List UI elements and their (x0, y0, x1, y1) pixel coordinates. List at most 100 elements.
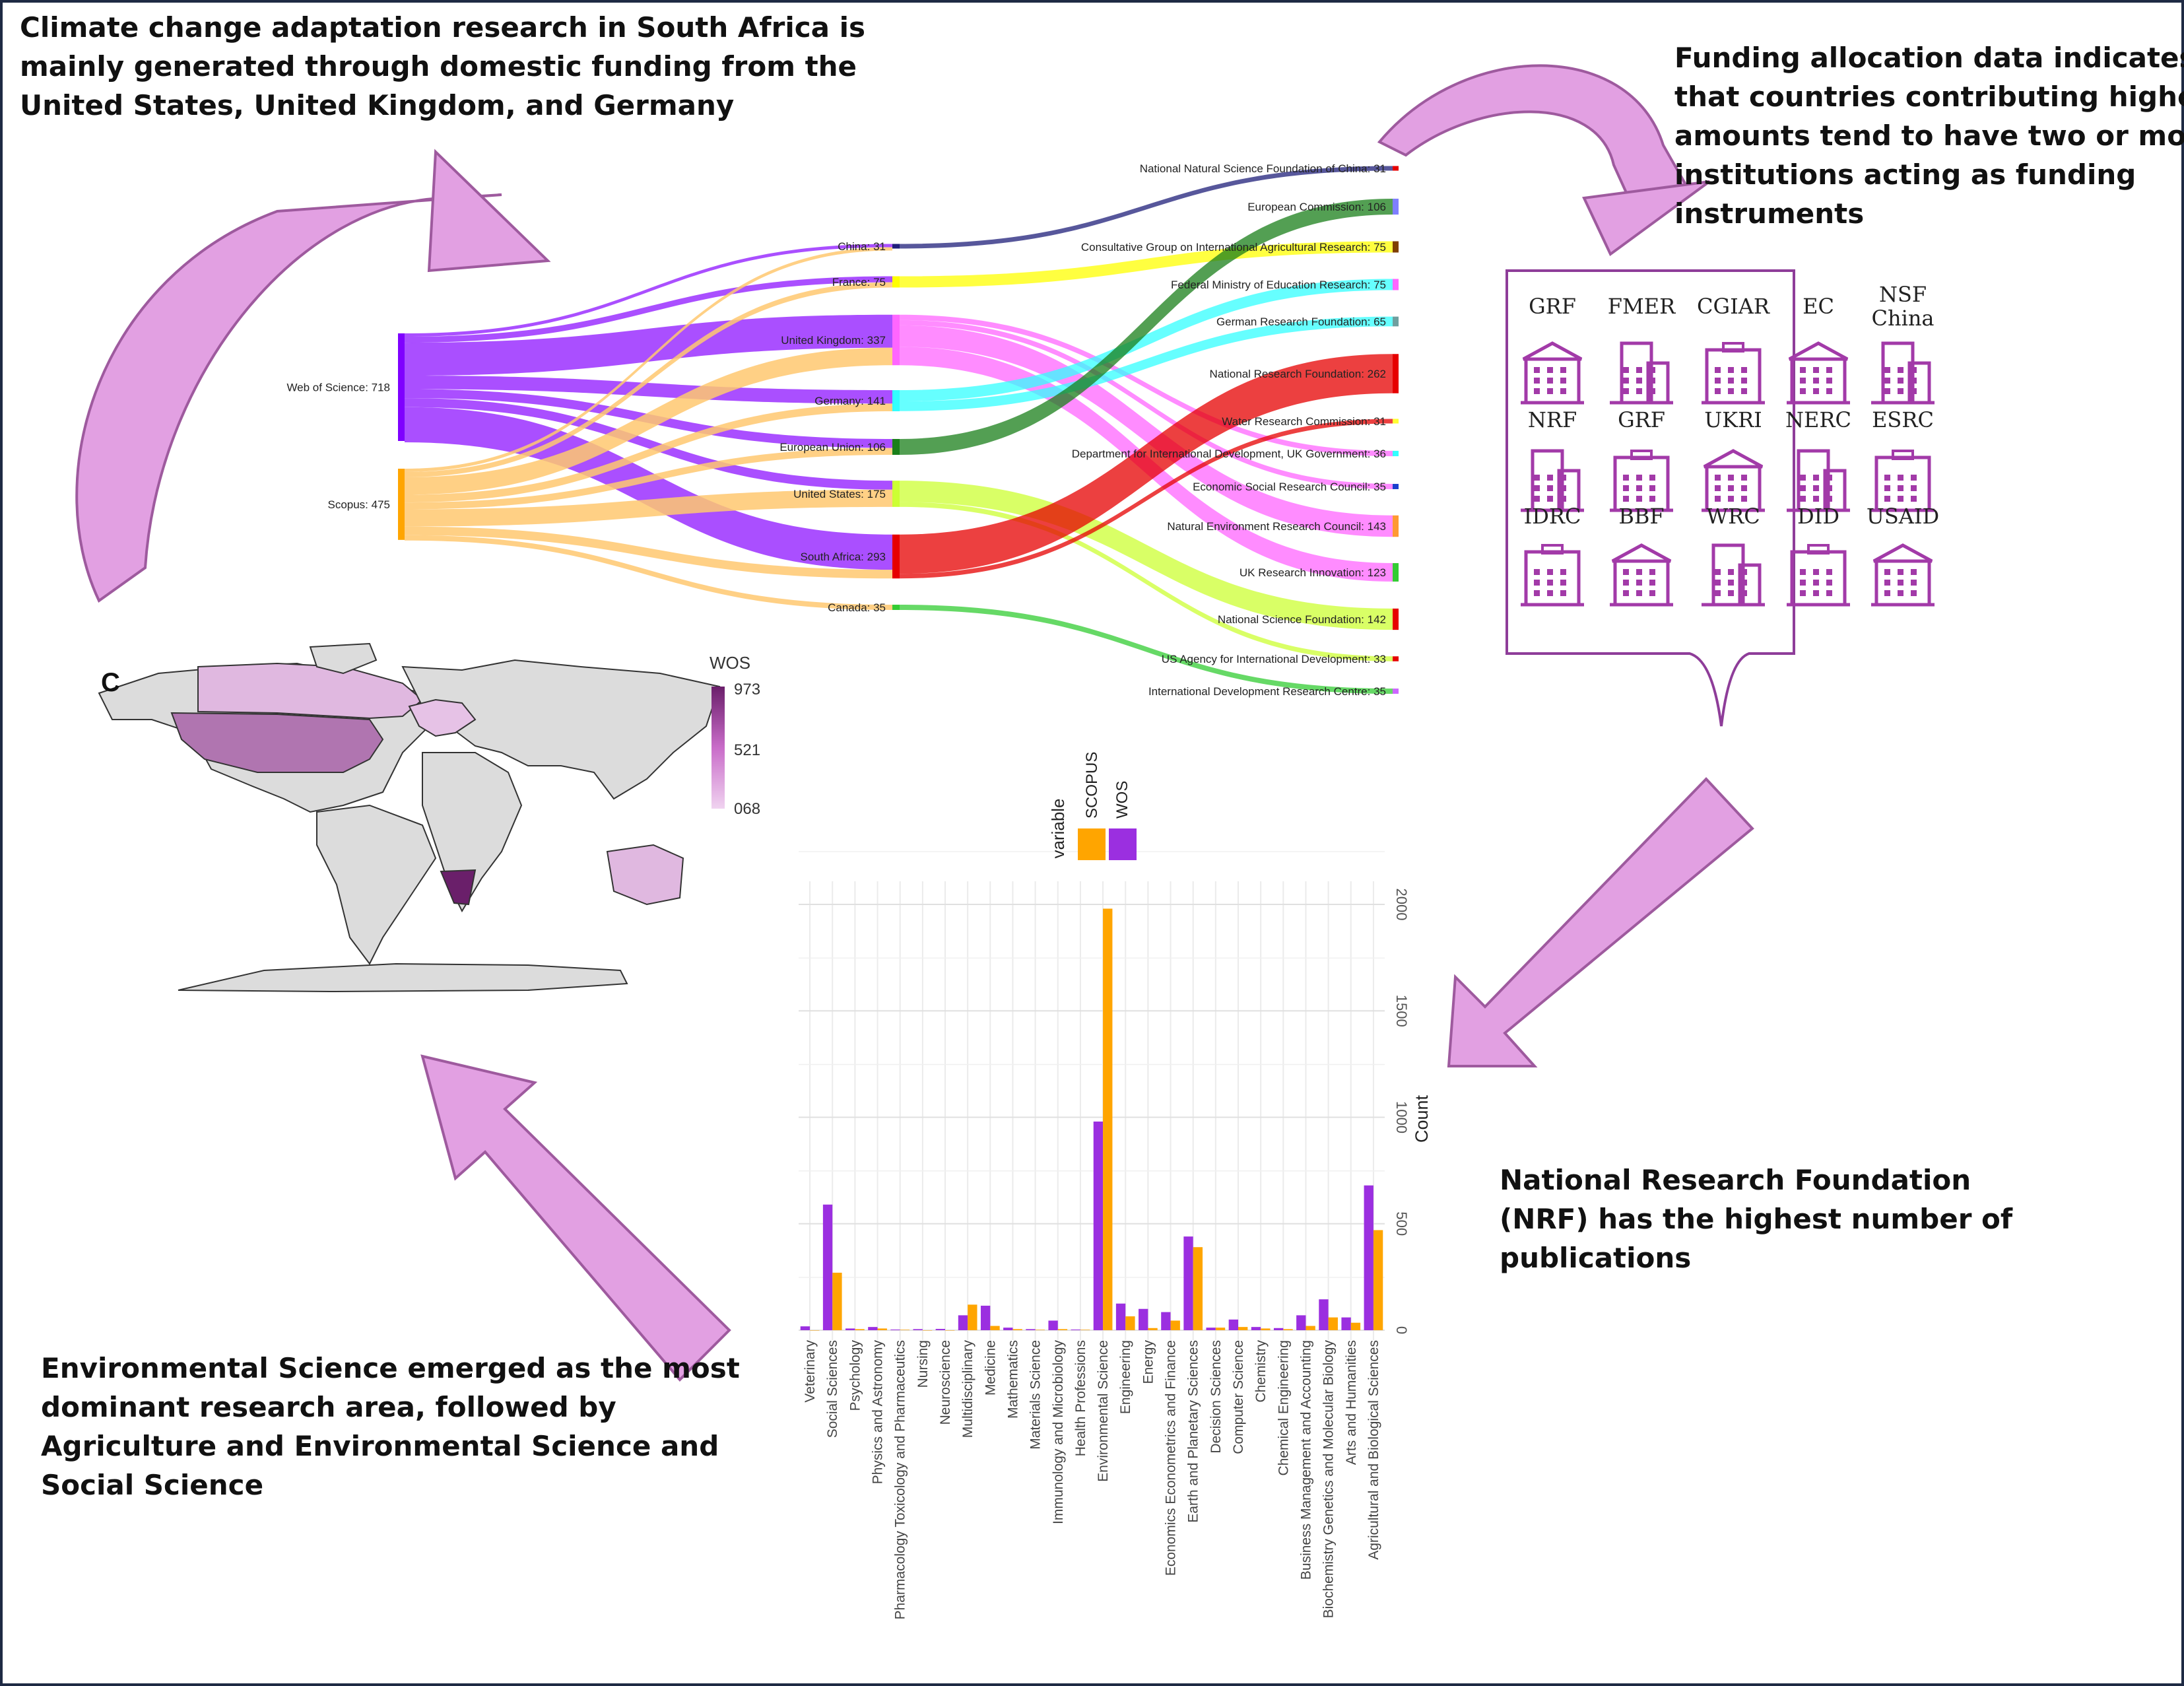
building-window (1911, 388, 1917, 394)
chart-category-label: Biochemistry Genetics and Molecular Biol… (1321, 1340, 1337, 1619)
chart-category-label: Multidisciplinary (960, 1340, 976, 1438)
building-window (1715, 580, 1721, 586)
curved-arrow-top-right (1377, 64, 1711, 257)
building-window (1741, 378, 1747, 384)
building-window (1884, 580, 1890, 586)
sankey-funder-node (1393, 279, 1399, 290)
building-window (1636, 475, 1642, 481)
building-window (1636, 367, 1642, 373)
map-legend-title: WOS (710, 653, 750, 673)
building-window (1884, 569, 1890, 575)
building-window (1826, 580, 1832, 586)
building-icon (1521, 544, 1584, 607)
funder-acronym-label: UKRI (1704, 407, 1762, 432)
chart-category-label: Chemistry (1253, 1340, 1269, 1403)
chart-bar-wos (1048, 1320, 1058, 1330)
chart-bar-wos (1093, 1121, 1104, 1330)
building-window (1800, 367, 1806, 373)
funder-acronym-label: NERC (1785, 407, 1851, 432)
chart-category-label: Materials Science (1028, 1340, 1043, 1450)
chart-bar-wos (1296, 1315, 1306, 1330)
callout-nrf: National Research Foundation (NRF) has t… (1500, 1161, 2012, 1277)
europe-region (408, 698, 477, 737)
funder-acronym-label: FMER (1608, 294, 1676, 319)
sankey-funder-node (1393, 515, 1399, 537)
landmass-south-america (316, 804, 437, 965)
straight-arrow-bottom-left (420, 1054, 731, 1382)
sankey-flow-source-country (405, 282, 892, 477)
callout-line: Funding allocation data indicates (1674, 42, 2184, 74)
landmass-antarctica (178, 962, 628, 993)
building-window (1534, 569, 1540, 575)
chart-category-label: Decision Sciences (1208, 1340, 1224, 1454)
chart-yaxis-title: Count (1412, 1095, 1432, 1143)
building-window (1623, 580, 1629, 586)
building-window (1715, 590, 1721, 596)
building-window (1741, 496, 1747, 502)
building-window (1813, 378, 1819, 384)
chart-bar-wos (1161, 1312, 1171, 1330)
building-top (1630, 450, 1653, 460)
chart-bar-scopus (1125, 1316, 1135, 1330)
building-window (1884, 378, 1890, 384)
building-window (1623, 388, 1629, 394)
building-window (1741, 485, 1747, 491)
building-icon (1871, 450, 1935, 512)
building-window (1884, 496, 1890, 502)
sankey-flow-source-country (405, 276, 892, 343)
building-window (1623, 485, 1629, 491)
building-roof (1788, 341, 1849, 361)
sankey-country-label: Germany: 141 (814, 395, 886, 407)
chart-bar-scopus (922, 1330, 933, 1331)
building-window (1898, 475, 1903, 481)
chart-category-label: Nursing (915, 1340, 931, 1388)
building-icon (1521, 341, 1584, 405)
sankey-flow-country-funder (900, 354, 1393, 574)
map-legend-tick: 068 (734, 800, 760, 818)
chart-category-label: Agricultural and Biological Sciences (1366, 1340, 1381, 1560)
chart-bar-scopus (1057, 1329, 1068, 1330)
sankey-country-node (892, 438, 900, 455)
sankey-source-node (398, 469, 405, 540)
building-top (1892, 450, 1914, 460)
building-window (1911, 580, 1917, 586)
building-window (1898, 569, 1903, 575)
chart-bar-scopus (1238, 1327, 1248, 1330)
chart-ytick-label: 0 (1393, 1326, 1410, 1334)
chart-bar-wos (1026, 1329, 1036, 1330)
building-window (1636, 378, 1642, 384)
sankey-flow-source-country (405, 489, 892, 527)
building-window (1715, 496, 1721, 502)
funder-acronym-label: WRC (1706, 504, 1760, 529)
chart-category-label: Social Sciences (825, 1340, 840, 1438)
building-window (1560, 590, 1566, 596)
building-window (1560, 367, 1566, 373)
chart-bar-scopus (945, 1330, 955, 1331)
building-window (1800, 378, 1806, 384)
building-window (1715, 388, 1721, 394)
sankey-funder-node (1393, 166, 1399, 171)
building-window (1728, 485, 1734, 491)
chart-ytick-label: 1000 (1393, 1101, 1410, 1133)
building-window (1560, 569, 1566, 575)
sankey-funder-label: Economic Social Research Council: 35 (1193, 481, 1386, 493)
building-body (1790, 550, 1847, 607)
sankey-country-label: China: 31 (838, 240, 886, 253)
building-window (1547, 485, 1553, 491)
callout-line: (NRF) has the highest number of (1500, 1203, 2013, 1235)
building-window (1741, 580, 1747, 586)
building-window (1898, 485, 1903, 491)
building-window (1547, 496, 1553, 502)
building-icon (1871, 341, 1935, 405)
callout-funding-sources: Climate change adaptation research in So… (20, 8, 865, 125)
building-icon (1871, 543, 1935, 607)
chart-category-label: Physics and Astronomy (871, 1340, 886, 1485)
building-window (1884, 388, 1890, 394)
building-window (1636, 496, 1642, 502)
chart-legend-swatch-scopus (1078, 828, 1106, 860)
callout-line: that countries contributing higher (1674, 81, 2184, 113)
sankey-flow-country-funder (900, 481, 1393, 630)
sankey-flow-source-country (405, 376, 892, 404)
chart-category-label: Immunology and Microbiology (1051, 1340, 1066, 1524)
